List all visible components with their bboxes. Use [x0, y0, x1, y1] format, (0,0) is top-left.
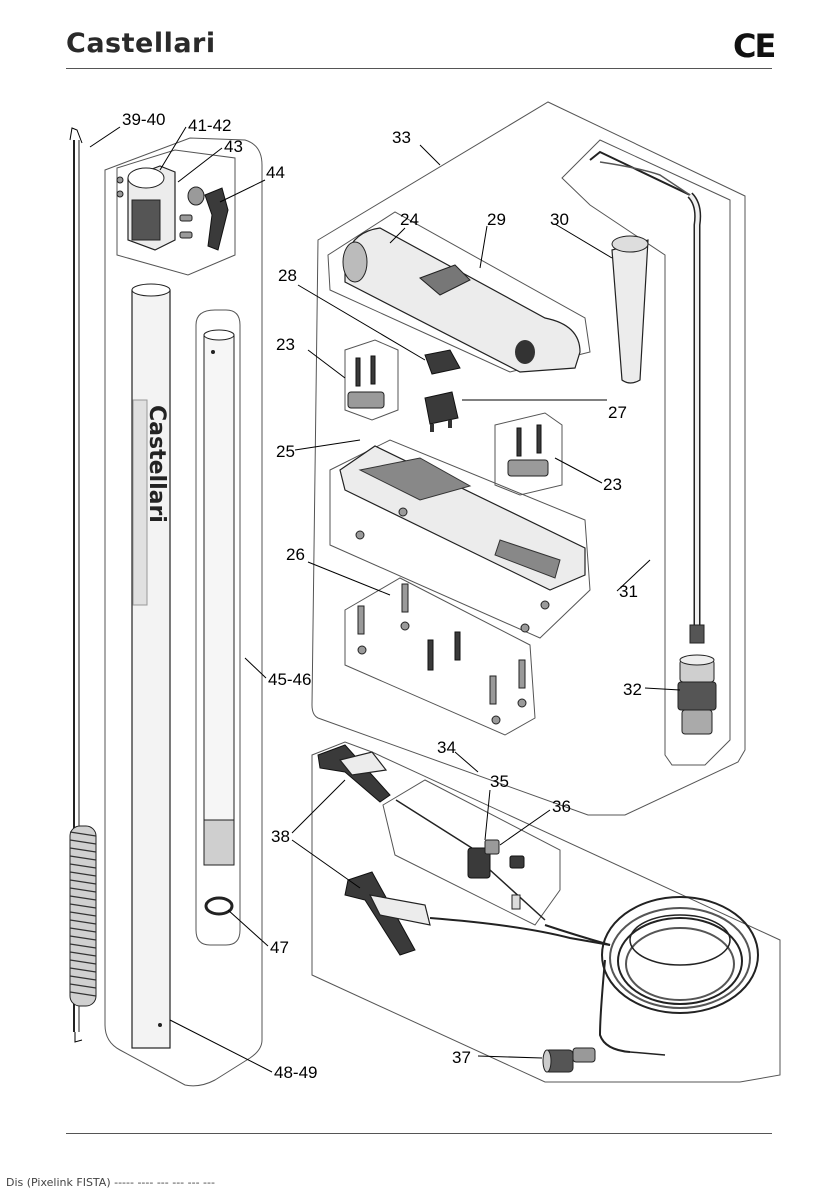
- label-26: 26: [286, 545, 305, 564]
- part-switch-cover: [425, 350, 460, 374]
- part-switch: [425, 392, 458, 432]
- label-39-40: 39-40: [122, 110, 165, 129]
- label-37: 37: [452, 1048, 471, 1067]
- label-48-49: 48-49: [274, 1063, 317, 1082]
- label-28: 28: [278, 266, 297, 285]
- label-47: 47: [270, 938, 289, 957]
- part-screw-block-a: [348, 356, 384, 408]
- label-44: 44: [266, 163, 285, 182]
- part-battery-clamp-black: [345, 872, 430, 955]
- part-connector: [678, 655, 716, 734]
- label-33: 33: [392, 128, 411, 147]
- label-43: 43: [224, 137, 243, 156]
- label-31: 31: [619, 582, 638, 601]
- label-41-42: 41-42: [188, 116, 231, 135]
- group-outline-pole: [105, 138, 262, 1086]
- part-clamp-collar: [128, 166, 175, 250]
- label-35: 35: [490, 772, 509, 791]
- part-coiled-wire: [70, 128, 96, 1042]
- label-25: 25: [276, 442, 295, 461]
- pole-brand-text: Castellari: [144, 405, 169, 523]
- label-27: 27: [608, 403, 627, 422]
- group-outline-screws: [345, 578, 535, 735]
- label-23-right: 23: [603, 475, 622, 494]
- label-38: 38: [271, 827, 290, 846]
- part-inline-fuse: [396, 800, 545, 920]
- part-pole-tube: [132, 284, 170, 1048]
- label-29: 29: [487, 210, 506, 229]
- label-32: 32: [623, 680, 642, 699]
- label-45-46: 45-46: [268, 670, 311, 689]
- part-o-ring: [206, 898, 232, 914]
- group-outline-screw-b: [495, 413, 562, 495]
- part-cable-tube: [590, 152, 704, 643]
- label-34: 34: [437, 738, 456, 757]
- part-screw-block-b: [508, 425, 548, 476]
- part-coiled-cable: [430, 897, 758, 1055]
- part-clamp-lever: [188, 187, 228, 250]
- part-battery-clamp-red: [318, 745, 390, 802]
- label-36: 36: [552, 797, 571, 816]
- label-24: 24: [400, 210, 419, 229]
- part-screw-set: [358, 584, 526, 724]
- label-30: 30: [550, 210, 569, 229]
- part-cable-connector: [543, 1048, 595, 1072]
- part-grip: [612, 236, 648, 383]
- part-inner-tube: [204, 330, 234, 865]
- label-23: 23: [276, 335, 295, 354]
